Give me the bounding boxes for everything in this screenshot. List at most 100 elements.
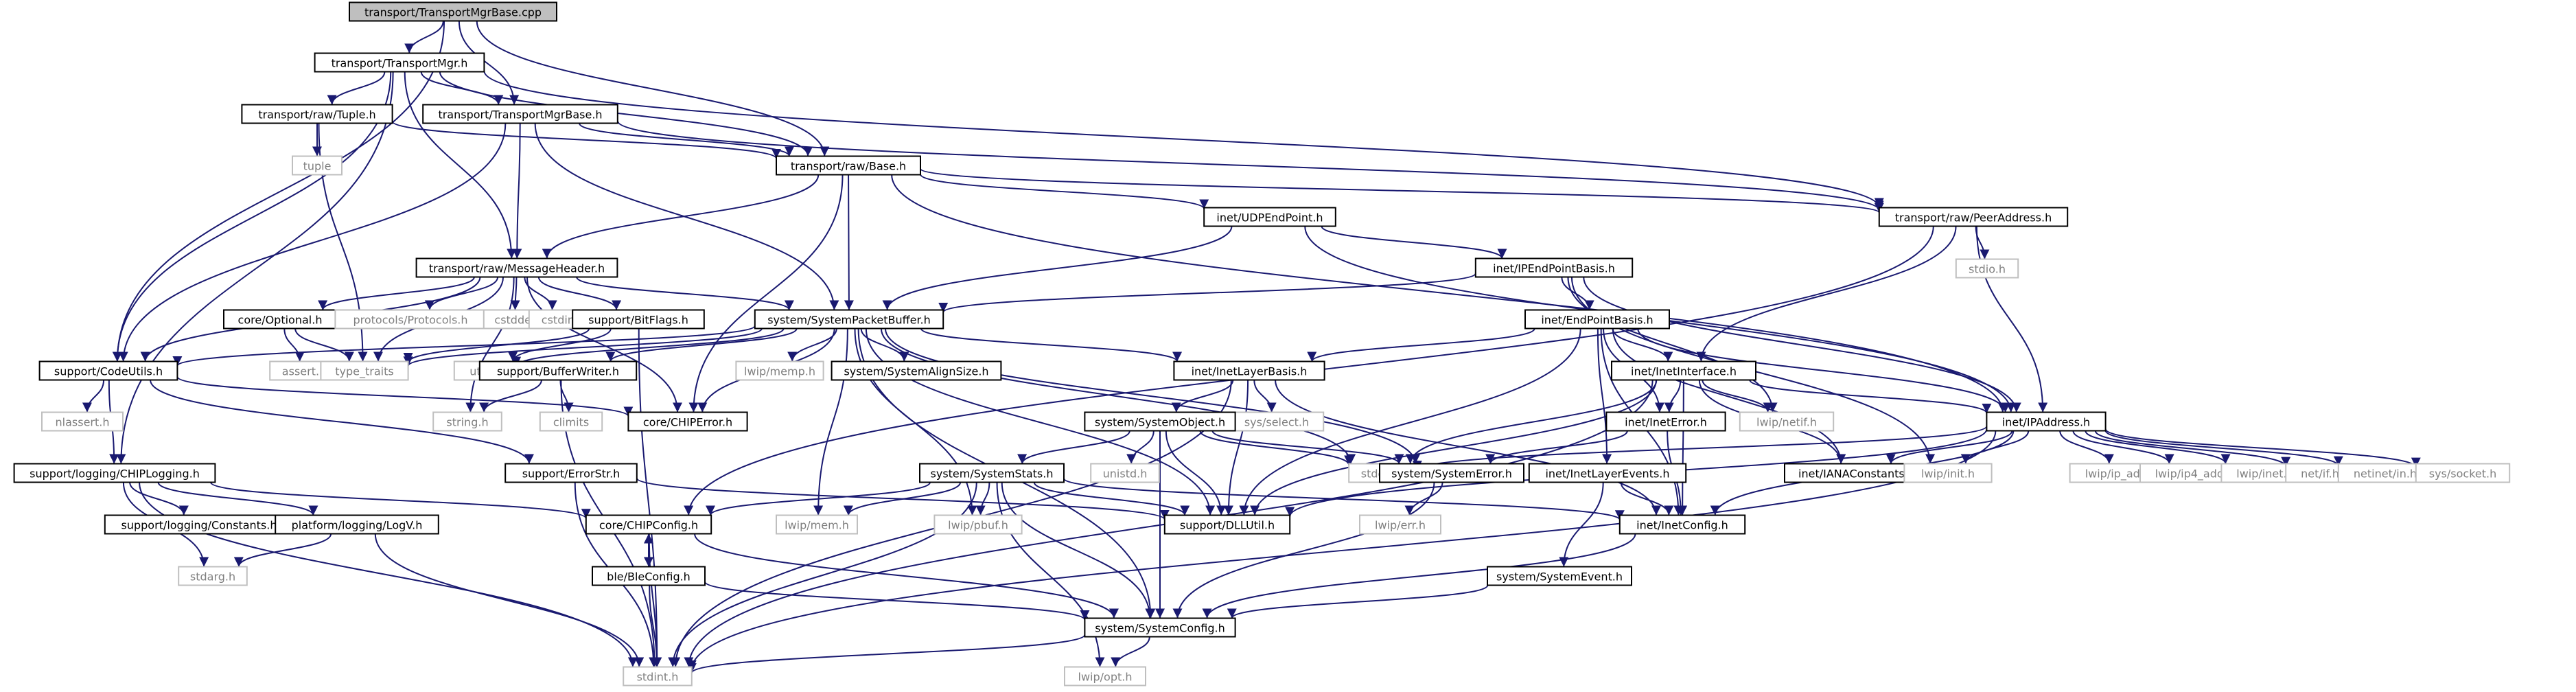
- edge-n27-n48: [2094, 430, 2291, 468]
- node-system-systemstats-h[interactable]: system/SystemStats.h: [919, 463, 1065, 483]
- node-transport-transportmgrbase-cpp[interactable]: transport/TransportMgrBase.cpp: [349, 1, 557, 22]
- edge-n15-n19: [403, 328, 590, 363]
- node-inet-udpendpoint-h[interactable]: inet/UDPEndPoint.h: [1203, 207, 1336, 227]
- edge-n25-n32: [1253, 380, 1277, 413]
- node-transport-raw-base-h[interactable]: transport/raw/Base.h: [776, 155, 921, 176]
- edge-n52-n63: [374, 533, 645, 667]
- edge-n33-n56: [1165, 430, 1227, 516]
- node-support-codeutils-h[interactable]: support/CodeUtils.h: [38, 360, 178, 381]
- node-system-systemevent-h[interactable]: system/SystemEvent.h: [1487, 566, 1632, 586]
- node-lwip-init-h: lwip/init.h: [1903, 463, 1993, 483]
- edge-n17-n43: [1612, 328, 1846, 464]
- node-box: [1528, 463, 1687, 483]
- node-transport-raw-messageheader-h[interactable]: transport/raw/MessageHeader.h: [415, 257, 618, 278]
- node-box: [735, 360, 824, 381]
- node-box: [933, 514, 1023, 535]
- node-inet-endpointbasis-h[interactable]: inet/EndPointBasis.h: [1524, 309, 1670, 330]
- edge-n16-n22: [605, 328, 798, 362]
- node-string-h: string.h: [432, 411, 502, 432]
- node-box: [1739, 411, 1835, 432]
- node-label: transport/raw/MessageHeader.h: [429, 262, 605, 275]
- node-label: inet/EndPointBasis.h: [1541, 314, 1653, 327]
- node-label: lwip/ip4_addr.h: [2155, 468, 2238, 481]
- edge-n9-n12: [424, 277, 499, 310]
- node-support-bufferwriter-h[interactable]: support/BufferWriter.h: [478, 360, 638, 381]
- node-label: system/SystemObject.h: [1095, 416, 1225, 429]
- node-ble-bleconfig-h[interactable]: ble/BleConfig.h: [592, 566, 706, 586]
- edge-n35-n41: [1485, 430, 1628, 464]
- node-unistd-h: unistd.h: [1090, 463, 1160, 483]
- node-core-chiperror-h[interactable]: core/CHIPError.h: [627, 411, 748, 432]
- node-box: [1084, 411, 1236, 432]
- edge-n27-n44: [1960, 430, 2030, 464]
- node-platform-logging-logv-h[interactable]: platform/logging/LogV.h: [275, 514, 439, 535]
- node-label: inet/InetInterface.h: [1631, 365, 1737, 378]
- edge-n3-n9: [512, 123, 522, 259]
- node-box: [334, 309, 487, 330]
- node-support-logging-constants-h[interactable]: support/logging/Constants.h: [104, 514, 294, 535]
- edge-n33-n40: [1199, 430, 1354, 465]
- node-sys-socket-h: sys/socket.h: [2415, 463, 2511, 483]
- node-system-systemconfig-h[interactable]: system/SystemConfig.h: [1084, 617, 1236, 638]
- node-inet-ineterror-h[interactable]: inet/InetError.h: [1605, 411, 1726, 432]
- node-label: ble/BleConfig.h: [607, 570, 691, 584]
- node-box: [1487, 566, 1632, 586]
- edge-n58-n62: [1202, 533, 1636, 619]
- node-transport-raw-peeraddress-h[interactable]: transport/raw/PeerAddress.h: [1878, 207, 2069, 227]
- edge-n1-n21: [112, 71, 392, 362]
- edge-n25-n58: [1275, 380, 1661, 516]
- node-label: transport/TransportMgr.h: [332, 57, 468, 70]
- node-core-chipconfig-h[interactable]: core/CHIPConfig.h: [585, 514, 712, 535]
- node-inet-inetlayerbasis-h[interactable]: inet/InetLayerBasis.h: [1173, 360, 1325, 381]
- node-lwip-memp-h: lwip/memp.h: [735, 360, 824, 381]
- node-support-dllutil-h[interactable]: support/DLLUtil.h: [1163, 514, 1291, 535]
- node-box: [1379, 463, 1524, 483]
- node-lwip-mem-h: lwip/mem.h: [776, 514, 858, 535]
- node-label: tuple: [303, 160, 332, 173]
- node-box: [1084, 617, 1236, 638]
- node-box: [41, 411, 124, 432]
- node-inet-inetinterface-h[interactable]: inet/InetInterface.h: [1611, 360, 1756, 381]
- edge-n38-n58: [1063, 477, 1625, 521]
- node-box: [320, 360, 409, 381]
- edge-n5-n31: [688, 174, 844, 413]
- node-label: system/SystemPacketBuffer.h: [767, 314, 931, 327]
- node-transport-transportmgrbase-h[interactable]: transport/TransportMgrBase.h: [422, 104, 618, 124]
- node-transport-transportmgr-h[interactable]: transport/TransportMgr.h: [314, 52, 485, 73]
- node-label: stdint.h: [637, 671, 679, 684]
- node-label: transport/raw/Base.h: [791, 160, 906, 173]
- node-system-systemerror-h[interactable]: system/SystemError.h: [1379, 463, 1524, 483]
- node-core-optional-h[interactable]: core/Optional.h: [223, 309, 337, 330]
- node-inet-ipendpointbasis-h[interactable]: inet/IPEndPointBasis.h: [1474, 257, 1634, 278]
- node-box: [1611, 360, 1756, 381]
- node-label: system/SystemStats.h: [931, 468, 1054, 481]
- node-label: core/CHIPError.h: [643, 416, 732, 429]
- edge-n9-n16: [576, 276, 794, 311]
- node-box: [314, 52, 485, 73]
- edge-n16-n20: [511, 328, 785, 367]
- edge-n61-n62: [1227, 584, 1489, 619]
- node-support-errorstr-h[interactable]: support/ErrorStr.h: [504, 463, 638, 483]
- node-box: [627, 411, 748, 432]
- edge-n41-n62: [1172, 482, 1435, 619]
- node-system-systemalignsize-h[interactable]: system/SystemAlignSize.h: [831, 360, 1002, 381]
- node-system-systempacketbuffer-h[interactable]: system/SystemPacketBuffer.h: [754, 309, 944, 330]
- node-support-bitflags-h[interactable]: support/BitFlags.h: [572, 309, 705, 330]
- edge-n0-n21: [112, 21, 445, 362]
- node-system-systemobject-h[interactable]: system/SystemObject.h: [1084, 411, 1236, 432]
- node-label: transport/TransportMgrBase.cpp: [364, 6, 542, 19]
- node-label: inet/UDPEndPoint.h: [1216, 211, 1323, 224]
- node-inet-ipaddress-h[interactable]: inet/IPAddress.h: [1986, 411, 2107, 432]
- edge-n26-n34: [1702, 380, 1773, 413]
- node-label: system/SystemEvent.h: [1496, 570, 1623, 584]
- node-transport-raw-tuple-h[interactable]: transport/raw/Tuple.h: [241, 104, 393, 124]
- node-label: support/BufferWriter.h: [497, 365, 619, 378]
- node-inet-inetconfig-h[interactable]: inet/InetConfig.h: [1618, 514, 1746, 535]
- edge-n1-n9: [404, 71, 517, 259]
- node-support-logging-chiplogging-h[interactable]: support/logging/CHIPLogging.h: [13, 463, 216, 483]
- node-label: net/if.h: [2301, 468, 2339, 481]
- edge-n9-n15: [537, 277, 622, 310]
- node-box: [1064, 666, 1146, 687]
- node-inet-inetlayerevents-h[interactable]: inet/InetLayerEvents.h: [1528, 463, 1687, 483]
- edge-n1-n6: [483, 70, 1884, 208]
